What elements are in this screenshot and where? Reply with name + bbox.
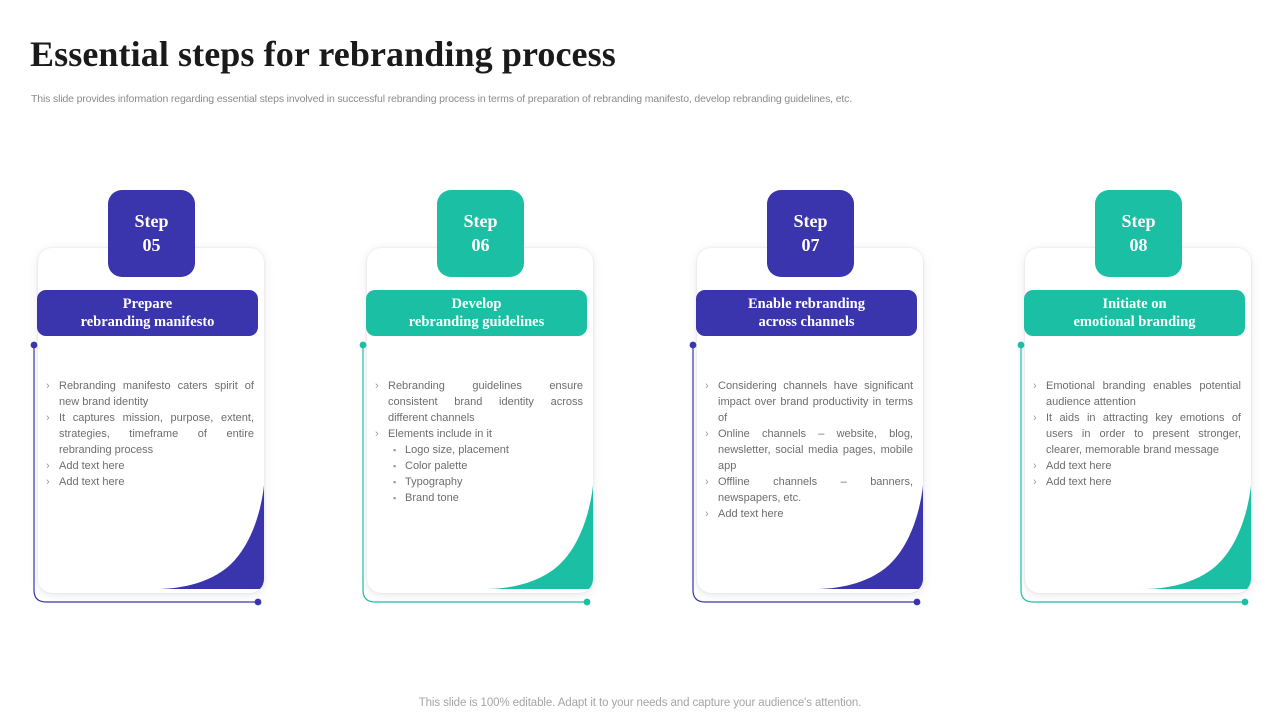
chevron-right-bullet-icon: › <box>705 476 709 488</box>
step-title-banner[interactable]: Initiate on emotional branding <box>1024 290 1245 337</box>
bullet-item: › Considering channels have significant i… <box>705 378 913 426</box>
step-title-line-1: Develop <box>451 296 502 312</box>
square-bullet-icon: ▪ <box>393 461 397 471</box>
step-title-line-2: emotional branding <box>1073 314 1196 331</box>
step-number-badge[interactable]: Step 08 <box>1095 190 1182 277</box>
bullet-text: Elements include in it <box>388 428 492 440</box>
bullet-text: Add text here <box>59 476 125 488</box>
bullet-item: › Add text here <box>46 474 254 490</box>
step-badge-word: Step <box>134 210 169 231</box>
square-bullet-icon: ▪ <box>393 477 397 487</box>
bullet-item: › Rebranding guidelines ensure consistent… <box>375 378 583 426</box>
chevron-right-bullet-icon: › <box>375 428 379 440</box>
bullet-item: › It captures mission, purpose, extent, s… <box>46 410 254 458</box>
chevron-right-bullet-icon: › <box>46 476 50 488</box>
step-number-badge[interactable]: Step 07 <box>767 190 854 277</box>
chevron-right-bullet-icon: › <box>375 380 379 392</box>
step-badge-word: Step <box>463 210 498 231</box>
step-title-line-1: Prepare <box>122 296 173 312</box>
bullet-text: Add text here <box>59 460 125 472</box>
chevron-right-bullet-icon: › <box>46 412 50 424</box>
chevron-right-bullet-icon: › <box>705 380 709 392</box>
slide-title: Essential steps for rebranding process <box>30 34 616 74</box>
chevron-right-bullet-icon: › <box>705 428 709 440</box>
step-title-line-1: Enable rebranding <box>748 296 865 312</box>
square-bullet-icon: ▪ <box>393 493 397 503</box>
step-bullet-list: › Rebranding guidelines ensure consistent… <box>375 378 583 506</box>
step-title-banner[interactable]: Develop rebranding guidelines <box>366 290 587 337</box>
step-title-banner[interactable]: Prepare rebranding manifesto <box>37 290 258 337</box>
step-title-line-1: Initiate on <box>1102 296 1167 312</box>
step-title-banner[interactable]: Enable rebranding across channels <box>696 290 917 337</box>
step-badge-number: 08 <box>1129 234 1148 255</box>
bullet-text: Typography <box>405 476 463 488</box>
bullet-item: ▪ Typography <box>375 474 583 490</box>
slide-footer-note: This slide is 100% editable. Adapt it to… <box>418 697 862 709</box>
chevron-right-bullet-icon: › <box>1033 412 1037 424</box>
square-bullet-icon: ▪ <box>393 445 397 455</box>
step-bullet-list: › Rebranding manifesto caters spirit of n… <box>46 378 254 490</box>
bullet-item: › Online channels – website, blog, newsle… <box>705 426 913 474</box>
chevron-right-bullet-icon: › <box>1033 476 1037 488</box>
bullet-text: It captures mission, purpose, extent, st… <box>59 412 254 456</box>
step-bullet-list: › Emotional branding enables potential au… <box>1033 378 1241 490</box>
bullet-text: Color palette <box>405 460 468 472</box>
step-number-badge[interactable]: Step 06 <box>437 190 524 277</box>
step-bullet-list: › Considering channels have significant i… <box>705 378 913 522</box>
step-badge-word: Step <box>793 210 828 231</box>
card-corner-swoosh-decoration <box>1143 485 1251 593</box>
bullet-item: › Add text here <box>1033 458 1241 474</box>
step-badge-number: 06 <box>471 234 490 255</box>
bullet-item: › Rebranding manifesto caters spirit of n… <box>46 378 254 410</box>
slide-subtitle: This slide provides information regardin… <box>31 93 853 105</box>
bullet-text: Logo size, placement <box>405 444 509 456</box>
bullet-item: › Emotional branding enables potential au… <box>1033 378 1241 410</box>
bullet-text: Offline channels – banners, newspapers, … <box>718 476 913 504</box>
step-badge-word: Step <box>1121 210 1156 231</box>
bullet-item: › Elements include in it <box>375 426 583 442</box>
bullet-text: Add text here <box>1046 476 1112 488</box>
step-title-line-2: rebranding manifesto <box>80 314 215 331</box>
bullet-text: Brand tone <box>405 492 459 504</box>
bullet-text: Emotional branding enables potential aud… <box>1046 380 1241 408</box>
bullet-text: It aids in attracting key emotions of us… <box>1046 412 1241 456</box>
chevron-right-bullet-icon: › <box>1033 380 1037 392</box>
chevron-right-bullet-icon: › <box>46 380 50 392</box>
bullet-item: › It aids in attracting key emotions of u… <box>1033 410 1241 458</box>
bullet-item: › Offline channels – banners, newspapers,… <box>705 474 913 506</box>
chevron-right-bullet-icon: › <box>46 460 50 472</box>
step-badge-number: 05 <box>142 234 161 255</box>
bullet-text: Add text here <box>1046 460 1112 472</box>
bullet-text: Rebranding guidelines ensure consistent … <box>388 380 583 424</box>
bullet-text: Rebranding manifesto caters spirit of ne… <box>59 380 254 408</box>
bullet-item: › Add text here <box>705 506 913 522</box>
bullet-item: ▪ Color palette <box>375 458 583 474</box>
chevron-right-bullet-icon: › <box>1033 460 1037 472</box>
step-title-line-2: across channels <box>758 314 855 331</box>
bullet-item: › Add text here <box>1033 474 1241 490</box>
step-number-badge[interactable]: Step 05 <box>108 190 195 277</box>
chevron-right-bullet-icon: › <box>705 508 709 520</box>
bullet-text: Add text here <box>718 508 784 520</box>
bullet-item: ▪ Brand tone <box>375 490 583 506</box>
step-badge-number: 07 <box>801 234 820 255</box>
bullet-item: › Add text here <box>46 458 254 474</box>
card-corner-swoosh-decoration <box>156 485 264 593</box>
bullet-text: Online channels – website, blog, newslet… <box>718 428 913 472</box>
step-title-line-2: rebranding guidelines <box>408 314 545 331</box>
bullet-item: ▪ Logo size, placement <box>375 442 583 458</box>
bullet-text: Considering channels have significant im… <box>718 380 913 424</box>
